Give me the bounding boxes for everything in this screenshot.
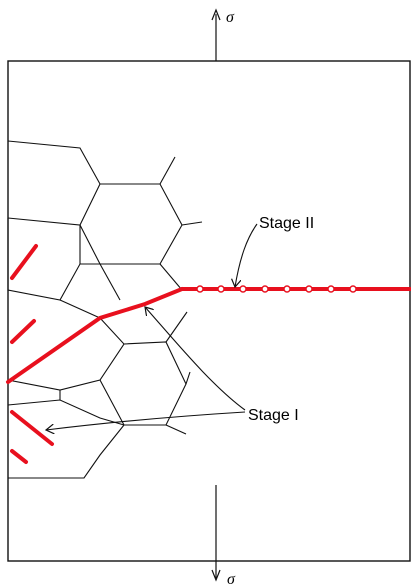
striation-marks — [196, 285, 357, 293]
stage-two-label: Stage II — [259, 215, 314, 232]
stage-one-label: Stage I — [248, 407, 299, 424]
grain-boundaries — [7, 140, 203, 479]
bottom-sigma-label: σ — [227, 571, 236, 586]
stage-two-crack — [180, 285, 411, 293]
stage-one-crack — [6, 244, 184, 464]
label-leaders — [46, 223, 258, 430]
specimen-boundary — [7, 60, 411, 562]
top-sigma-label: σ — [226, 9, 235, 26]
top-load-arrow — [211, 8, 221, 61]
bottom-load-arrow — [211, 485, 221, 582]
